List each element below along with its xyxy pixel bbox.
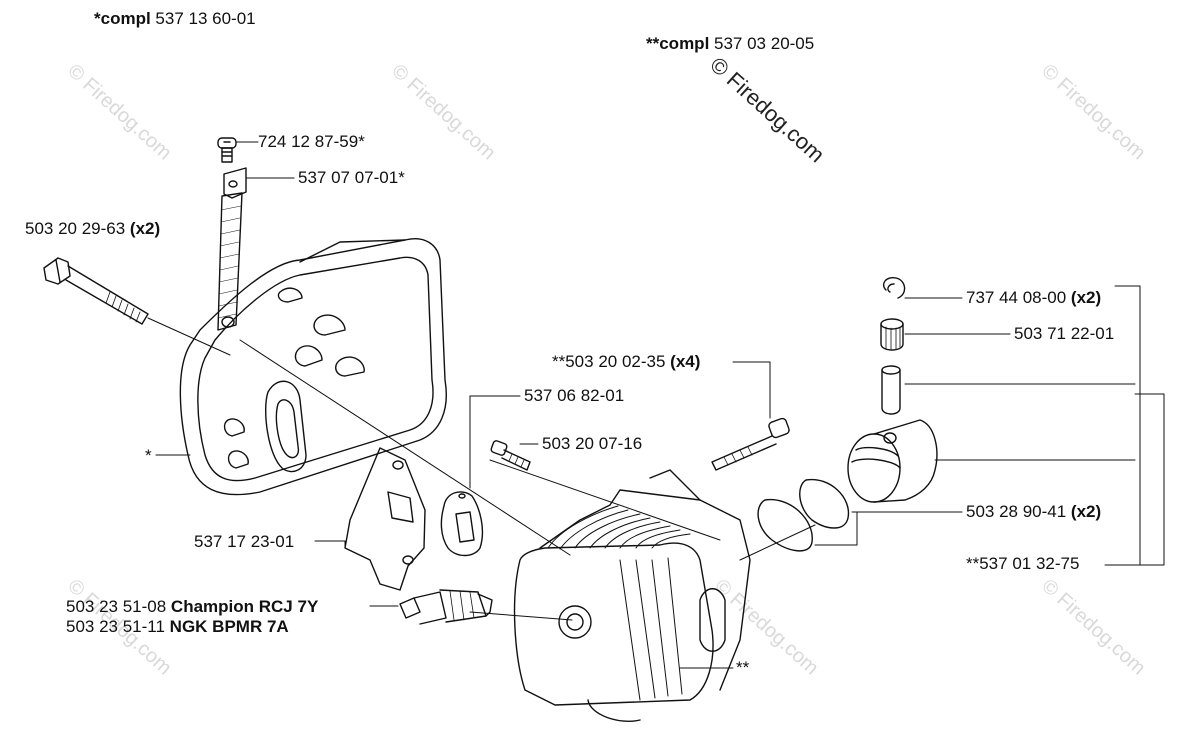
spark-plug-icon <box>399 589 493 625</box>
callout-plug-champion[interactable]: 503 23 51-08 Champion RCJ 7Y <box>66 597 319 616</box>
cylinder-bolt-icon <box>711 417 790 471</box>
cylinder-icon <box>513 469 751 722</box>
needle-bearing-icon <box>880 318 904 351</box>
wrist-pin-icon <box>881 365 901 415</box>
gasket-icon <box>440 491 484 557</box>
leader-lines <box>147 141 1165 669</box>
compl-cylinder-label: **compl 537 03 20-05 <box>646 34 815 53</box>
callout-plate-top[interactable]: 537 07 07-01* <box>298 168 405 187</box>
callout-plug-ngk[interactable]: 503 23 51-11 NGK BPMR 7A <box>66 617 289 636</box>
muffler-icon <box>179 238 447 496</box>
callout-gasket[interactable]: 537 06 82-01 <box>524 386 625 405</box>
screw-top-icon <box>217 137 237 163</box>
callout-bracket[interactable]: 537 17 23-01 <box>194 532 295 551</box>
callout-bolt-cyl[interactable]: **503 20 02-35 (x4) <box>552 352 701 371</box>
callout-circlip[interactable]: 737 44 08-00 (x2) <box>966 288 1102 307</box>
callout-cylinder[interactable]: ** <box>736 658 750 677</box>
heat-shield-plate-icon <box>217 167 247 331</box>
callout-bearing[interactable]: 503 71 22-01 <box>1014 324 1115 343</box>
callout-bolt-long[interactable]: 503 20 29-63 (x2) <box>25 219 161 238</box>
long-bolt-icon <box>43 257 149 325</box>
callout-rings[interactable]: 503 28 90-41 (x2) <box>966 502 1102 521</box>
screw-mid-icon <box>490 440 531 471</box>
bracket-icon <box>344 447 426 591</box>
piston-icon <box>847 419 938 503</box>
callout-screw-mid[interactable]: 503 20 07-16 <box>542 434 643 453</box>
callout-screw-top[interactable]: 724 12 87-59* <box>258 132 365 151</box>
compl-muffler-label: *compl 537 13 60-01 <box>94 9 256 28</box>
piston-rings-icon <box>757 478 850 552</box>
circlip-icon <box>882 276 906 299</box>
callout-muffler[interactable]: * <box>145 446 152 465</box>
callout-piston-kit[interactable]: **537 01 32-75 <box>966 554 1080 573</box>
